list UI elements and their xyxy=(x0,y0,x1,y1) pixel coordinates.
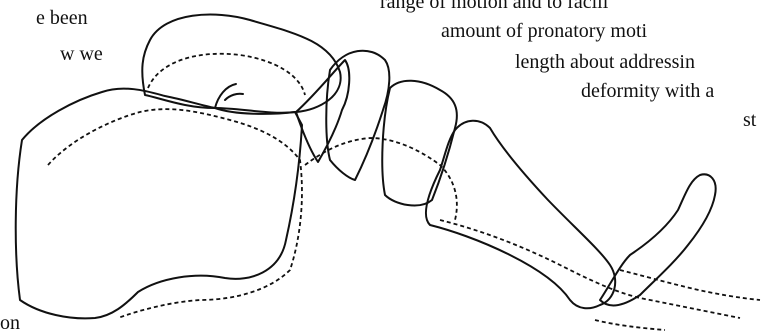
phalanx-outline xyxy=(600,174,716,305)
metatarsal-outline xyxy=(426,121,615,309)
dashed-toe-outline xyxy=(620,270,760,300)
dashed-calcaneus-outline xyxy=(48,109,302,318)
calcaneus-outline xyxy=(16,89,302,319)
dashed-forefoot-lower-outline xyxy=(595,320,665,330)
second-segment-outline xyxy=(382,81,457,206)
talus-detail xyxy=(215,84,243,108)
